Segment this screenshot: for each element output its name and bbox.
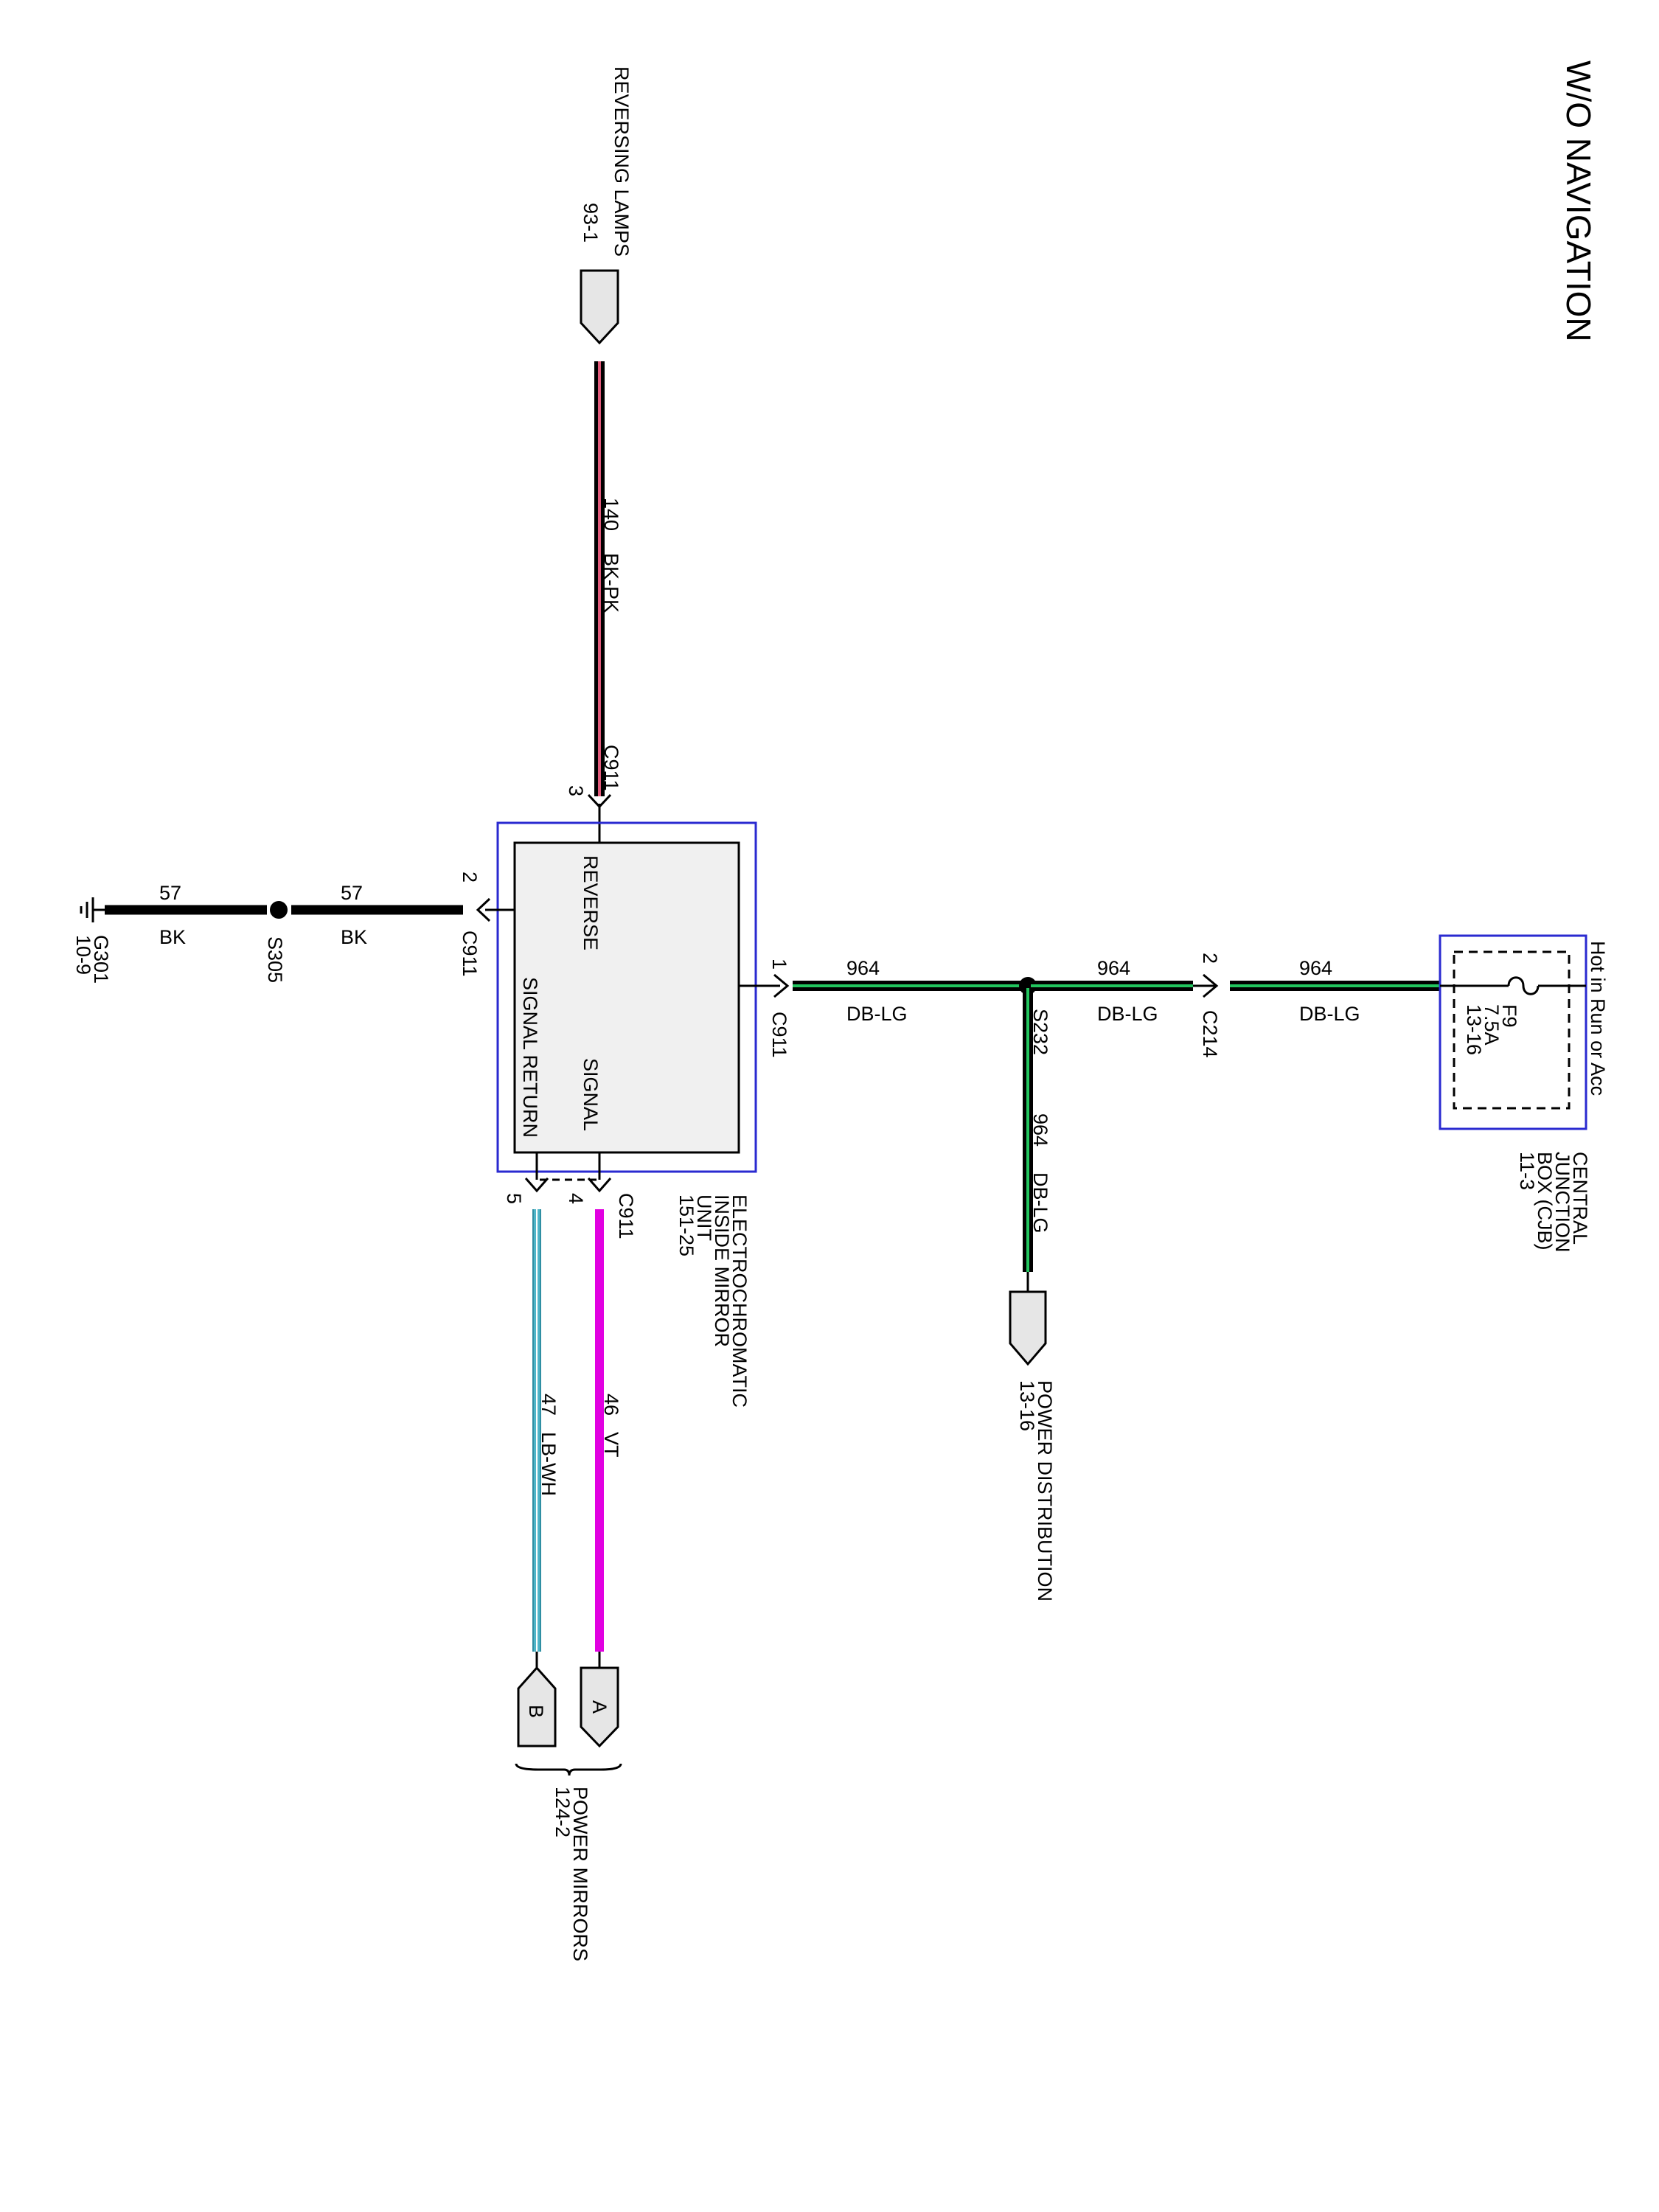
wire-57-a-color: BK: [159, 926, 186, 948]
wire-57-a-number: 57: [159, 882, 181, 904]
c911-connector-bottom: C911: [615, 1193, 637, 1239]
wire-47-color: LB-WH: [538, 1432, 560, 1496]
wire-46-number: 46: [600, 1394, 622, 1416]
ground-g301-ref: 10-9: [72, 935, 94, 975]
cjb-name-line-4: 11-3: [1516, 1152, 1538, 1190]
pin-4-terminal: [587, 1178, 612, 1193]
c911-pin-3: 3: [565, 785, 587, 796]
cjb-hot-label: Hot in Run or Acc: [1587, 941, 1609, 1096]
power-distribution-ref: 13-16: [1016, 1380, 1038, 1431]
splice-s305[interactable]: [270, 901, 288, 919]
signal-circuit: 4 5 C911 46 VT 47 LB-WH A B POWER MIRROR…: [503, 1152, 637, 1961]
module-pin-reverse: REVERSE: [580, 855, 602, 950]
wire-140-number: 140: [600, 498, 622, 531]
reversing-lamps-ref: 93-1: [580, 203, 602, 243]
cjb-name-line-1: CENTRAL: [1569, 1152, 1591, 1245]
module-inner-box[interactable]: [513, 841, 740, 1154]
c911-pin-4: 4: [565, 1193, 587, 1204]
power-circuit: 1 C911 964 DB-LG S232 964 DB-LG 2 C214 9…: [739, 953, 1440, 1601]
power-mirrors-label: POWER MIRRORS: [569, 1787, 591, 1961]
electrochromatic-mirror-module: REVERSE SIGNAL SIGNAL RETURN ELECTROCHRO…: [496, 821, 757, 1408]
ground-g301-label: G301: [90, 935, 112, 984]
module-pin-signal-return: SIGNAL RETURN: [519, 977, 541, 1138]
splice-s305-label: S305: [264, 936, 286, 983]
wire-964-branch-number: 964: [1029, 1113, 1051, 1147]
pin-5-terminal: [524, 1178, 549, 1193]
module-name-line-2: INSIDE MIRROR: [711, 1194, 733, 1347]
wire-964-branch-color: DB-LG: [1029, 1172, 1051, 1234]
cjb-dashed-box: [1453, 950, 1571, 1110]
wire-964-1-number: 964: [846, 957, 880, 979]
fuse-f9-icon[interactable]: [1507, 976, 1540, 995]
wire-140-color: BK-PK: [600, 553, 622, 613]
wire-46-color: VT: [600, 1432, 622, 1458]
connector-a[interactable]: [580, 1666, 619, 1748]
diagram-title: W/O NAVIGATION: [1559, 60, 1598, 342]
wire-964-2-color: DB-LG: [1097, 1003, 1158, 1025]
power-distribution-label: POWER DISTRIBUTION: [1034, 1380, 1056, 1601]
wire-964-3-color: DB-LG: [1299, 1003, 1360, 1025]
c911-connector-right: C911: [768, 1012, 790, 1058]
fuse-f9-rating: 7.5A: [1481, 1004, 1503, 1046]
wire-964-3-number: 964: [1299, 957, 1332, 979]
connector-a-label: A: [588, 1700, 611, 1714]
wire-964-1-color: DB-LG: [846, 1003, 908, 1025]
wire-57-b-number: 57: [341, 882, 363, 904]
module-name-line-4: 151-25: [675, 1194, 698, 1256]
c214-connector-label: C214: [1199, 1010, 1221, 1058]
c911-pin-5: 5: [503, 1193, 525, 1204]
c911-pin-2: 2: [459, 872, 481, 883]
cjb-name-line-2: JUNCTION: [1551, 1152, 1573, 1253]
c911-pin-1: 1: [768, 959, 790, 970]
c911-connector-top: C911: [600, 745, 622, 791]
cjb-outer-box[interactable]: [1439, 934, 1587, 1130]
ground-circuit: 2 C911 57 BK 57 BK S305 G301 10-9: [72, 872, 515, 984]
connector-b-label: B: [525, 1705, 547, 1718]
cjb-name-line-3: BOX (CJB): [1534, 1152, 1556, 1251]
central-junction-box: F9 7.5A 13-16 Hot in Run or Acc CENTRAL …: [1439, 934, 1609, 1253]
pin-1-terminal: [773, 973, 790, 998]
c214-terminal: [1203, 973, 1219, 998]
reversing-lamps-label: REVERSING LAMPS: [611, 66, 633, 257]
fuse-f9-ref: 13-16: [1463, 1004, 1485, 1055]
reversing-lamps-connector[interactable]: [580, 269, 619, 345]
connector-b[interactable]: [517, 1666, 557, 1747]
c214-pin-2: 2: [1199, 953, 1221, 964]
power-distribution-connector[interactable]: [1009, 1290, 1047, 1366]
power-mirrors-ref: 124-2: [552, 1787, 574, 1837]
power-mirrors-brace: [515, 1763, 622, 1776]
reversing-lamps-group: REVERSING LAMPS 93-1 140 BK-PK C911 3: [565, 66, 633, 843]
c911-connector-left: C911: [459, 931, 481, 977]
wire-57-b-color: BK: [341, 926, 367, 948]
module-outer-box: [496, 821, 757, 1173]
fuse-f9-name: F9: [1498, 1004, 1520, 1028]
module-pin-signal: SIGNAL: [580, 1058, 602, 1131]
module-name-line-1: ELECTROCHROMATIC: [728, 1194, 751, 1408]
wire-47-number: 47: [538, 1394, 560, 1416]
module-name-line-3: UNIT: [693, 1194, 715, 1241]
wire-964-2-number: 964: [1097, 957, 1130, 979]
pin-2-terminal: [476, 897, 491, 922]
